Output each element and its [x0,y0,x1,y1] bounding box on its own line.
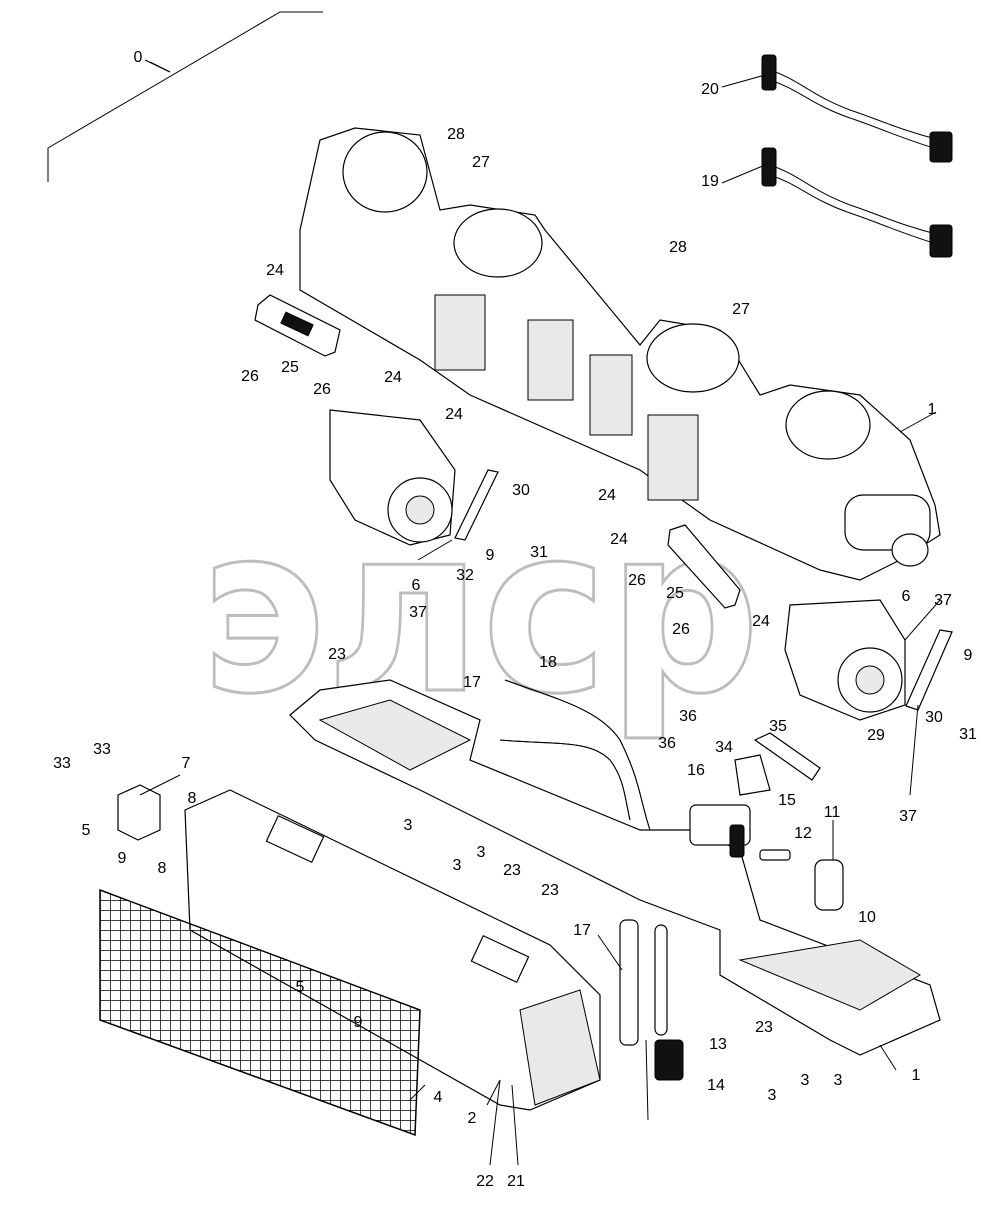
callout-35: 35 [769,718,787,735]
callout-24: 24 [610,531,628,548]
wiring-harness-20 [761,54,953,163]
callout-28: 28 [447,126,465,143]
callout-3: 3 [801,1072,810,1089]
callout-16: 16 [687,762,705,779]
evaporator-housing [299,127,941,581]
callout-3: 3 [404,817,413,834]
callout-24: 24 [598,487,616,504]
callout-36: 36 [679,708,697,725]
callout-37: 37 [934,592,952,609]
wiring-harness-19 [761,147,953,258]
mounting-strip-left [454,469,499,541]
callout-12: 12 [794,825,812,842]
callout-19: 19 [701,173,719,190]
callout-9: 9 [354,1014,363,1031]
callout-33: 33 [53,755,71,772]
callout-27: 27 [472,154,490,171]
callout-22: 22 [476,1173,494,1190]
callout-3: 3 [834,1072,843,1089]
callout-30: 30 [925,709,943,726]
callout-32: 32 [456,567,474,584]
valve-fittings [689,804,844,911]
callout-0: 0 [134,49,143,66]
callout-25: 25 [281,359,299,376]
callout-5: 5 [296,979,305,996]
mounting-strip-right [905,629,953,711]
blower-left [329,409,456,546]
callout-3: 3 [768,1087,777,1104]
insulation-block-34 [734,754,771,796]
callout-27: 27 [732,301,750,318]
blower-right [784,599,906,721]
callout-26: 26 [672,621,690,638]
callout-6: 6 [902,588,911,605]
insulation-strip-35 [753,732,821,781]
housing-louvers [434,294,699,501]
callout-3: 3 [453,857,462,874]
callout-15: 15 [778,792,796,809]
callout-26: 26 [313,381,331,398]
callout-leaders [139,59,941,1166]
callout-23: 23 [755,1019,773,1036]
callout-31: 31 [530,544,548,561]
callout-24: 24 [752,613,770,630]
callout-4: 4 [434,1089,443,1106]
callout-10: 10 [858,909,876,926]
callout-37: 37 [899,808,917,825]
callout-1: 1 [912,1067,921,1084]
callout-26: 26 [628,572,646,589]
callout-3: 3 [477,844,486,861]
callout-24: 24 [266,262,284,279]
thermostat-switch [117,784,161,841]
callout-30: 30 [512,482,530,499]
callout-5: 5 [82,822,91,839]
callout-34: 34 [715,739,733,756]
callout-9: 9 [118,850,127,867]
heat-exchanger-coil [184,789,601,1111]
mesh-screen [99,888,421,1137]
callout-29: 29 [867,727,885,744]
callout-13: 13 [709,1036,727,1053]
callout-20: 20 [701,81,719,98]
callout-6: 6 [412,577,421,594]
callout-18: 18 [539,654,557,671]
assembly-bracket [47,11,323,182]
callout-9: 9 [964,647,973,664]
callout-9: 9 [486,547,495,564]
callout-24: 24 [384,369,402,386]
callout-11: 11 [824,804,841,821]
callout-36: 36 [658,735,676,752]
callout-labels: 0 1 1 2 3 3 3 3 3 3 4 5 5 6 6 7 8 8 9 9 … [53,49,977,1190]
callout-37: 37 [409,604,427,621]
callout-7: 7 [182,755,191,772]
callout-33: 33 [93,741,111,758]
callout-26: 26 [241,368,259,385]
watermark: элср TM [199,477,788,747]
callout-25: 25 [666,585,684,602]
air-grille-right [667,524,741,609]
callout-31: 31 [959,726,977,743]
callout-17: 17 [463,674,481,691]
callout-2: 2 [468,1110,477,1127]
callout-8: 8 [158,860,167,877]
callout-17: 17 [573,922,591,939]
callout-23: 23 [328,646,346,663]
callout-23: 23 [541,882,559,899]
callout-21: 21 [507,1173,525,1190]
watermark-text: элср [200,478,760,745]
callout-24: 24 [445,406,463,423]
drain-tray [289,679,941,1056]
callout-8: 8 [188,790,197,807]
callout-14: 14 [707,1077,725,1094]
air-grille-left [254,294,341,357]
callout-28: 28 [669,239,687,256]
callout-1: 1 [928,401,937,418]
callout-23: 23 [503,862,521,879]
hose-assembly [499,679,684,1081]
